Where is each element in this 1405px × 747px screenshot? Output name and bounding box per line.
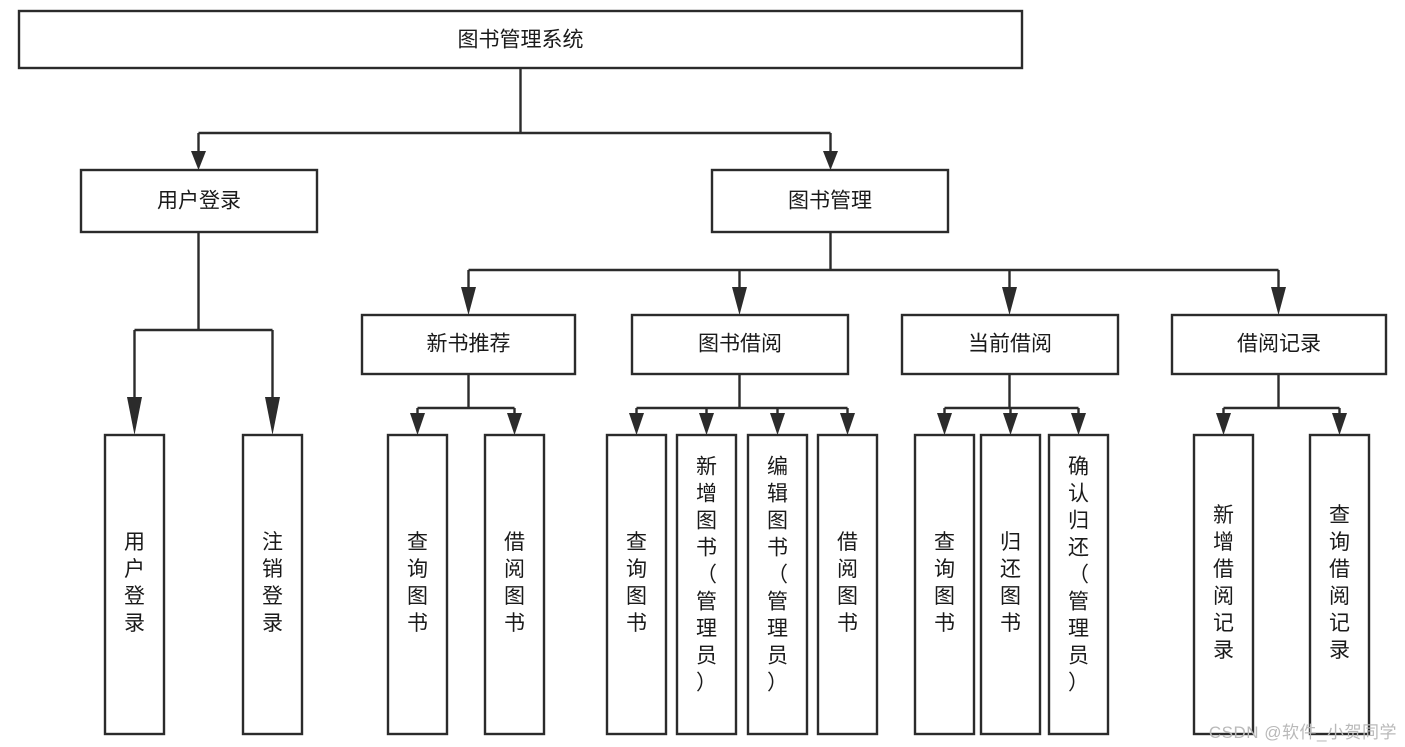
leaf-recommend-borrow-book-label: 借阅图书 [504,531,525,635]
arrowhead-recommend-leaf-2 [507,413,522,435]
leaf-current-confirm-return-label: 确认归还（管理员） [1068,456,1089,695]
node-book-borrow[interactable]: 图书借阅 [630,313,850,376]
leaf-borrow-edit-book[interactable]: 编辑图书（管理员） [746,433,809,736]
arrowhead-records-leaf-2 [1332,413,1347,435]
leaf-current-query-book[interactable]: 查询图书 [913,433,976,736]
leaf-current-confirm-return-box[interactable] [1047,433,1110,736]
leaf-records-add-record-box[interactable] [1192,433,1255,736]
leaf-recommend-borrow-book[interactable]: 借阅图书 [483,433,546,736]
arrowhead-book-manage [823,151,838,170]
leaf-borrow-query-book[interactable]: 查询图书 [605,433,668,736]
arrowhead-leaf-logout [265,397,280,435]
book-management-box[interactable] [710,168,950,234]
user-login-box[interactable] [79,168,319,234]
leaf-borrow-query-book-label: 查询图书 [626,531,647,635]
leaf-current-confirm-return[interactable]: 确认归还（管理员） [1047,433,1110,736]
leaf-borrow-borrow-book-label: 借阅图书 [837,531,858,635]
borrow-records-box[interactable] [1170,313,1388,376]
leaf-borrow-edit-book-box[interactable] [746,433,809,736]
borrow-records-label: 借阅记录 [1237,333,1321,356]
leaf-recommend-borrow-book-box[interactable] [483,433,546,736]
user-login-label: 用户登录 [157,190,241,213]
arrowhead-current-leaf-3 [1071,413,1086,435]
arrowhead-borrow-leaf-2 [699,413,714,435]
leaf-records-add-record-label: 新增借阅记录 [1213,504,1234,662]
leaf-current-return-book-label: 归还图书 [1000,531,1021,635]
leaf-records-add-record[interactable]: 新增借阅记录 [1192,433,1255,736]
leaf-borrow-borrow-book-box[interactable] [816,433,879,736]
node-borrow-records[interactable]: 借阅记录 [1170,313,1388,376]
root-box[interactable] [17,9,1024,70]
leaf-logout-box[interactable] [241,433,304,736]
leaf-borrow-add-book-label: 新增图书（管理员） [696,456,717,695]
leaf-logout[interactable]: 注销登录 [241,433,304,736]
node-user-login[interactable]: 用户登录 [79,168,319,234]
arrowhead-recommend-leaf-1 [410,413,425,435]
leaf-user-login[interactable]: 用户登录 [103,433,166,736]
node-new-book-recommend[interactable]: 新书推荐 [360,313,577,376]
book-management-label: 图书管理 [788,190,872,213]
arrowhead-current-borrow [1002,287,1017,315]
leaf-borrow-add-book-box[interactable] [675,433,738,736]
arrowhead-borrow-leaf-4 [840,413,855,435]
leaf-records-query-record-label: 查询借阅记录 [1329,504,1350,662]
arrowhead-current-leaf-1 [937,413,952,435]
leaf-user-login-box[interactable] [103,433,166,736]
book-borrow-box[interactable] [630,313,850,376]
leaf-user-login-label: 用户登录 [124,531,145,635]
arrowhead-current-leaf-2 [1003,413,1018,435]
leaf-borrow-query-book-box[interactable] [605,433,668,736]
arrowhead-new-book-recommend [461,287,476,315]
new-book-recommend-label: 新书推荐 [427,333,511,356]
root-label: 图书管理系统 [458,29,584,52]
arrowhead-borrow-leaf-3 [770,413,785,435]
current-borrow-box[interactable] [900,313,1120,376]
leaf-borrow-borrow-book[interactable]: 借阅图书 [816,433,879,736]
book-borrow-label: 图书借阅 [698,333,782,356]
node-root-system[interactable]: 图书管理系统 [17,9,1024,70]
arrowhead-user-login [191,151,206,170]
leaf-borrow-add-book[interactable]: 新增图书（管理员） [675,433,738,736]
current-borrow-label: 当前借阅 [968,333,1052,356]
arrowhead-book-borrow [732,287,747,315]
leaf-recommend-query-book[interactable]: 查询图书 [386,433,449,736]
node-book-management[interactable]: 图书管理 [710,168,950,234]
arrowhead-leaf-user-login [127,397,142,435]
leaf-current-query-book-box[interactable] [913,433,976,736]
leaf-logout-label: 注销登录 [262,531,283,635]
arrowhead-records-leaf-1 [1216,413,1231,435]
leaf-current-return-book-box[interactable] [979,433,1042,736]
leaf-borrow-edit-book-label: 编辑图书（管理员） [767,456,788,695]
leaf-recommend-query-book-label: 查询图书 [407,531,428,635]
arrowhead-borrow-leaf-1 [629,413,644,435]
leaf-recommend-query-book-box[interactable] [386,433,449,736]
leaf-current-query-book-label: 查询图书 [934,531,955,635]
connector-layer [127,68,1347,435]
leaf-records-query-record-box[interactable] [1308,433,1371,736]
arrowhead-borrow-records [1271,287,1286,315]
leaf-current-return-book[interactable]: 归还图书 [979,433,1042,736]
leaf-records-query-record[interactable]: 查询借阅记录 [1308,433,1371,736]
node-current-borrow[interactable]: 当前借阅 [900,313,1120,376]
new-book-recommend-box[interactable] [360,313,577,376]
